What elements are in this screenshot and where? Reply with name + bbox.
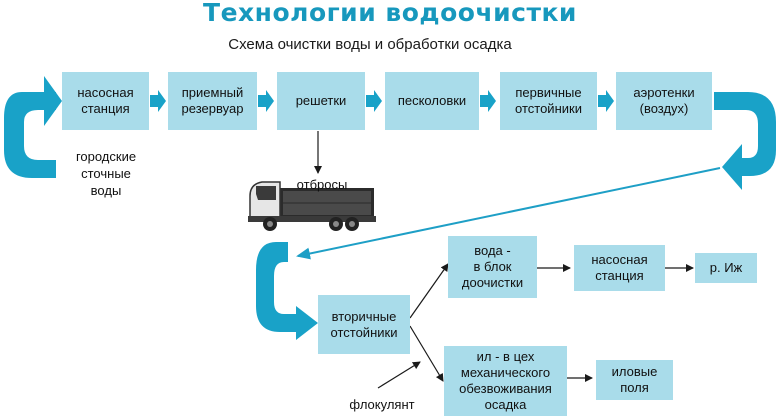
flocculant-arrow [377, 361, 421, 389]
sand-traps-box: песколовки [385, 72, 479, 130]
primary-settlers-box: первичные отстойники [500, 72, 597, 130]
screens-box: решетки [277, 72, 365, 130]
return-diagonal-arrow [296, 167, 721, 260]
city-wastewater-label: городские сточные воды [75, 149, 137, 198]
truck-icon [248, 181, 376, 231]
settlers-to-water-arrow [409, 263, 449, 319]
pump-station-box: насосная станция [62, 72, 149, 130]
river-box: р. Иж [695, 253, 757, 283]
pump-station-2-box: насосная станция [574, 245, 665, 291]
flocculant-label: флокулянт [349, 397, 415, 412]
receiving-tank-box: приемный резервуар [168, 72, 257, 130]
sludge-dewatering-box: ил - в цех механического обезвоживания о… [444, 346, 567, 416]
aerotank-return-curved-arrow [714, 92, 776, 190]
secondary-settlers-box: вторичные отстойники [318, 295, 410, 354]
waste-label: отбросы [296, 177, 348, 192]
page-title: Технологии водоочистки [203, 0, 577, 27]
intake-curved-arrow [4, 76, 62, 178]
secondary-curved-arrow [256, 242, 318, 340]
sludge-fields-box: иловые поля [596, 360, 673, 400]
top-flow-arrows [150, 90, 614, 112]
page-subtitle: Схема очистки воды и обработки осадка [228, 36, 512, 53]
water-post-treatment-box: вода - в блок доочистки [448, 236, 537, 298]
aerotanks-box: аэротенки (воздух) [616, 72, 712, 130]
settlers-to-sludge-arrow [409, 325, 444, 382]
